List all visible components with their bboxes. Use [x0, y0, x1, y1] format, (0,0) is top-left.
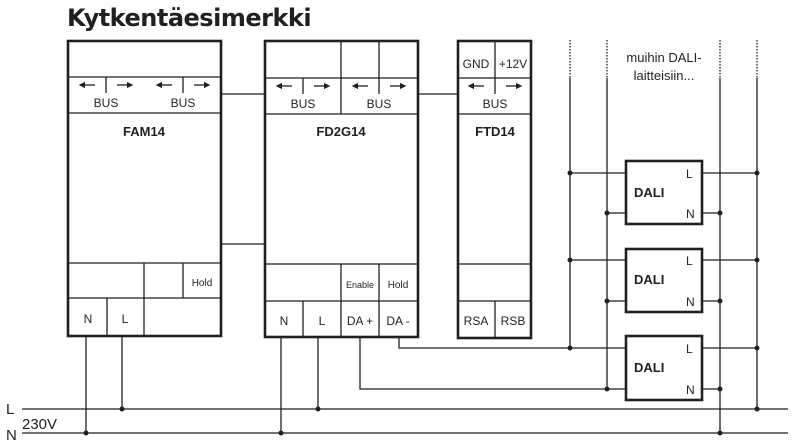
dali-device-2: DALI L N	[567, 247, 760, 314]
ftd14-gnd-terminal: GND	[463, 57, 490, 71]
fd2g14-bus-label-2: BUS	[367, 97, 392, 111]
note-line-1: muihin DALI-	[626, 50, 701, 65]
dali-3-n-terminal: N	[686, 383, 695, 397]
dali-2-label: DALI	[634, 272, 664, 287]
module-fam14: BUS BUS FAM14 Hold N L	[66, 39, 223, 338]
module-ftd14: GND +12V BUS FTD14 RSA RSB	[456, 39, 533, 340]
dali-1-n-terminal: N	[686, 207, 695, 221]
fam14-hold-terminal: Hold	[192, 278, 213, 289]
ftd14-rsa-terminal: RSA	[464, 314, 489, 328]
fd2g14-da-minus-terminal: DA -	[386, 314, 409, 328]
fam14-bus-label-2: BUS	[171, 96, 196, 110]
dali-bus-lines	[569, 40, 758, 433]
ftd14-name: FTD14	[475, 124, 516, 139]
diagram-title: Kytkentäesimerkki	[67, 4, 312, 32]
module-fd2g14: BUS BUS FD2G14 Enable Hold N L DA + DA -	[263, 39, 420, 339]
fd2g14-name: FD2G14	[316, 124, 366, 139]
note-line-2: laitteisiin...	[634, 68, 695, 83]
fd2g14-enable-terminal: Enable	[346, 280, 374, 290]
fd2g14-n-terminal: N	[280, 314, 289, 328]
voltage-label: 230V	[22, 416, 57, 433]
ftd14-bus-label: BUS	[483, 97, 508, 111]
da-plus-wire	[359, 337, 626, 390]
da-minus-wire	[398, 337, 626, 349]
dali-2-l-terminal: L	[686, 254, 693, 268]
ftd14-12v-terminal: +12V	[499, 57, 527, 71]
fd2g14-bus-label-1: BUS	[291, 97, 316, 111]
dali-3-label: DALI	[634, 360, 664, 375]
fd2g14-hold-terminal: Hold	[388, 280, 409, 291]
n-rail-label: N	[6, 427, 17, 444]
fam14-n-terminal: N	[84, 312, 93, 326]
dali-3-l-terminal: L	[686, 342, 693, 356]
dali-device-3: DALI L N	[359, 334, 760, 402]
fam14-name: FAM14	[123, 124, 166, 139]
mains-rails: L N 230V	[6, 336, 788, 444]
fd2g14-l-terminal: L	[319, 314, 326, 328]
fd2g14-da-plus-terminal: DA +	[347, 314, 373, 328]
fam14-l-terminal: L	[122, 312, 129, 326]
ftd14-rsb-terminal: RSB	[501, 314, 526, 328]
dali-1-label: DALI	[634, 185, 664, 200]
fam14-bus-label-1: BUS	[94, 96, 119, 110]
dali-device-1: DALI L N	[567, 159, 760, 226]
dali-1-l-terminal: L	[686, 167, 693, 181]
l-rail-label: L	[6, 401, 14, 418]
dali-2-n-terminal: N	[686, 295, 695, 309]
